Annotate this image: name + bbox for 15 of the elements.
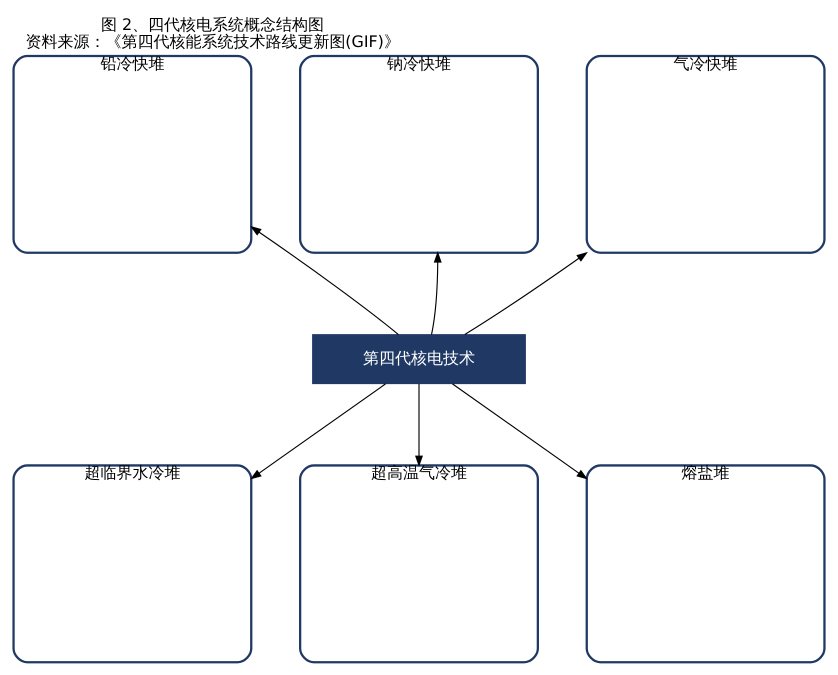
arrow — [415, 384, 423, 468]
arrow — [452, 383, 588, 480]
arrow — [250, 383, 386, 480]
node-box: 气冷快堆 — [586, 54, 826, 254]
node-box: 第四代核电技术 — [312, 334, 526, 384]
arrow — [464, 252, 588, 335]
arrow — [431, 251, 442, 335]
caption: 资料来源：《第四代核能系统技术路线更新图(GIF)》 — [25, 32, 400, 52]
node-box: 熔盐堆 — [586, 464, 826, 664]
node-box: 超高温气冷堆 — [299, 464, 539, 664]
node-box: 铅冷快堆 — [12, 54, 252, 254]
node-box: 超临界水冷堆 — [12, 464, 252, 664]
diagram-title: 图 2、四代核电系统概念结构图 — [100, 15, 324, 34]
node-box: 钠冷快堆 — [299, 54, 539, 254]
arrow — [250, 226, 399, 335]
